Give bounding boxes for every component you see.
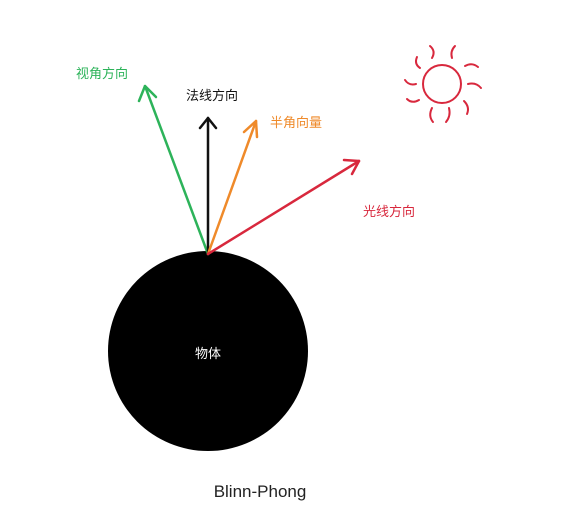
normal-direction-arrow — [198, 116, 218, 256]
diagram-caption: Blinn-Phong — [214, 482, 307, 501]
half-vector-label: 半角向量 — [270, 115, 322, 131]
light-direction-arrow — [206, 158, 361, 256]
view-direction-arrow — [137, 84, 210, 256]
half-vector-arrow — [206, 119, 259, 256]
object-sphere — [108, 251, 308, 451]
view-direction-label: 视角方向 — [76, 66, 128, 82]
normal-direction-label: 法线方向 — [186, 88, 238, 104]
object-label: 物体 — [195, 347, 221, 362]
light-direction-label: 光线方向 — [363, 204, 415, 220]
sun-icon — [404, 45, 482, 123]
